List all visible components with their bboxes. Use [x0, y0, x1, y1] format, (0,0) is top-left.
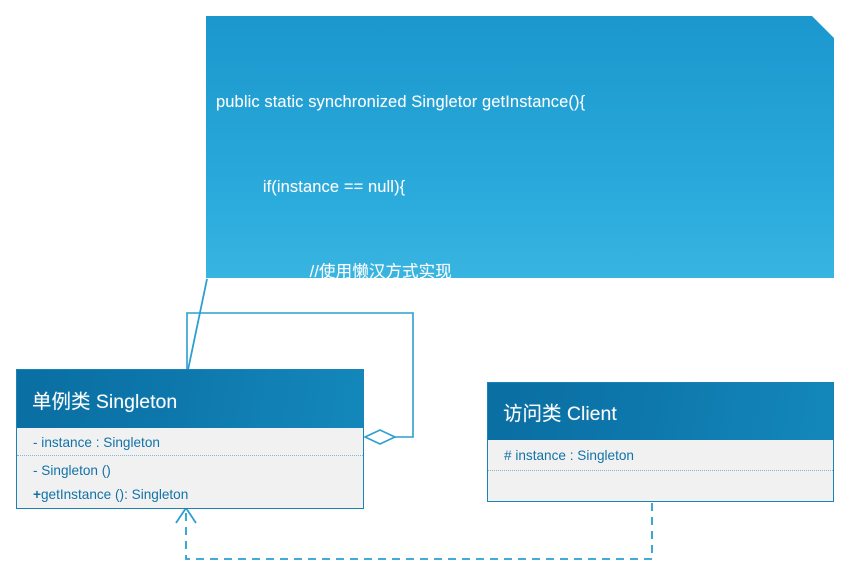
operation-row: +getInstance (): Singleton — [33, 487, 189, 502]
dependency-arrowhead — [175, 506, 197, 524]
class-title-client: 访问类 Client — [488, 383, 833, 440]
operations-compartment-singleton: - Singleton () +getInstance (): Singleto… — [17, 456, 363, 506]
attributes-compartment-client: # instance : Singleton — [488, 440, 833, 471]
aggregation-diamond — [363, 429, 397, 445]
attribute-row: # instance : Singleton — [504, 448, 634, 463]
class-title-singleton: 单例类 Singleton — [17, 370, 363, 428]
code-note[interactable]: public static synchronized Singletor get… — [206, 16, 834, 278]
note-code-text: public static synchronized Singletor get… — [206, 16, 834, 278]
note-code-line: //使用懒汉方式实现 — [216, 262, 452, 278]
attribute-row: - instance : Singleton — [33, 435, 160, 450]
class-box-singleton[interactable]: 单例类 Singleton - instance : Singleton - S… — [16, 369, 364, 509]
attributes-compartment-singleton: - instance : Singleton — [17, 428, 363, 456]
note-code-line: public static synchronized Singletor get… — [216, 93, 586, 112]
note-fold-corner-icon — [812, 16, 834, 38]
note-anchor-connector[interactable] — [187, 278, 208, 371]
dependency-connector[interactable] — [175, 503, 653, 560]
operation-row: - Singleton () — [33, 463, 111, 478]
note-code-line: if(instance == null){ — [216, 178, 406, 197]
class-box-client[interactable]: 访问类 Client # instance : Singleton — [487, 382, 834, 502]
operations-compartment-client — [488, 471, 833, 499]
